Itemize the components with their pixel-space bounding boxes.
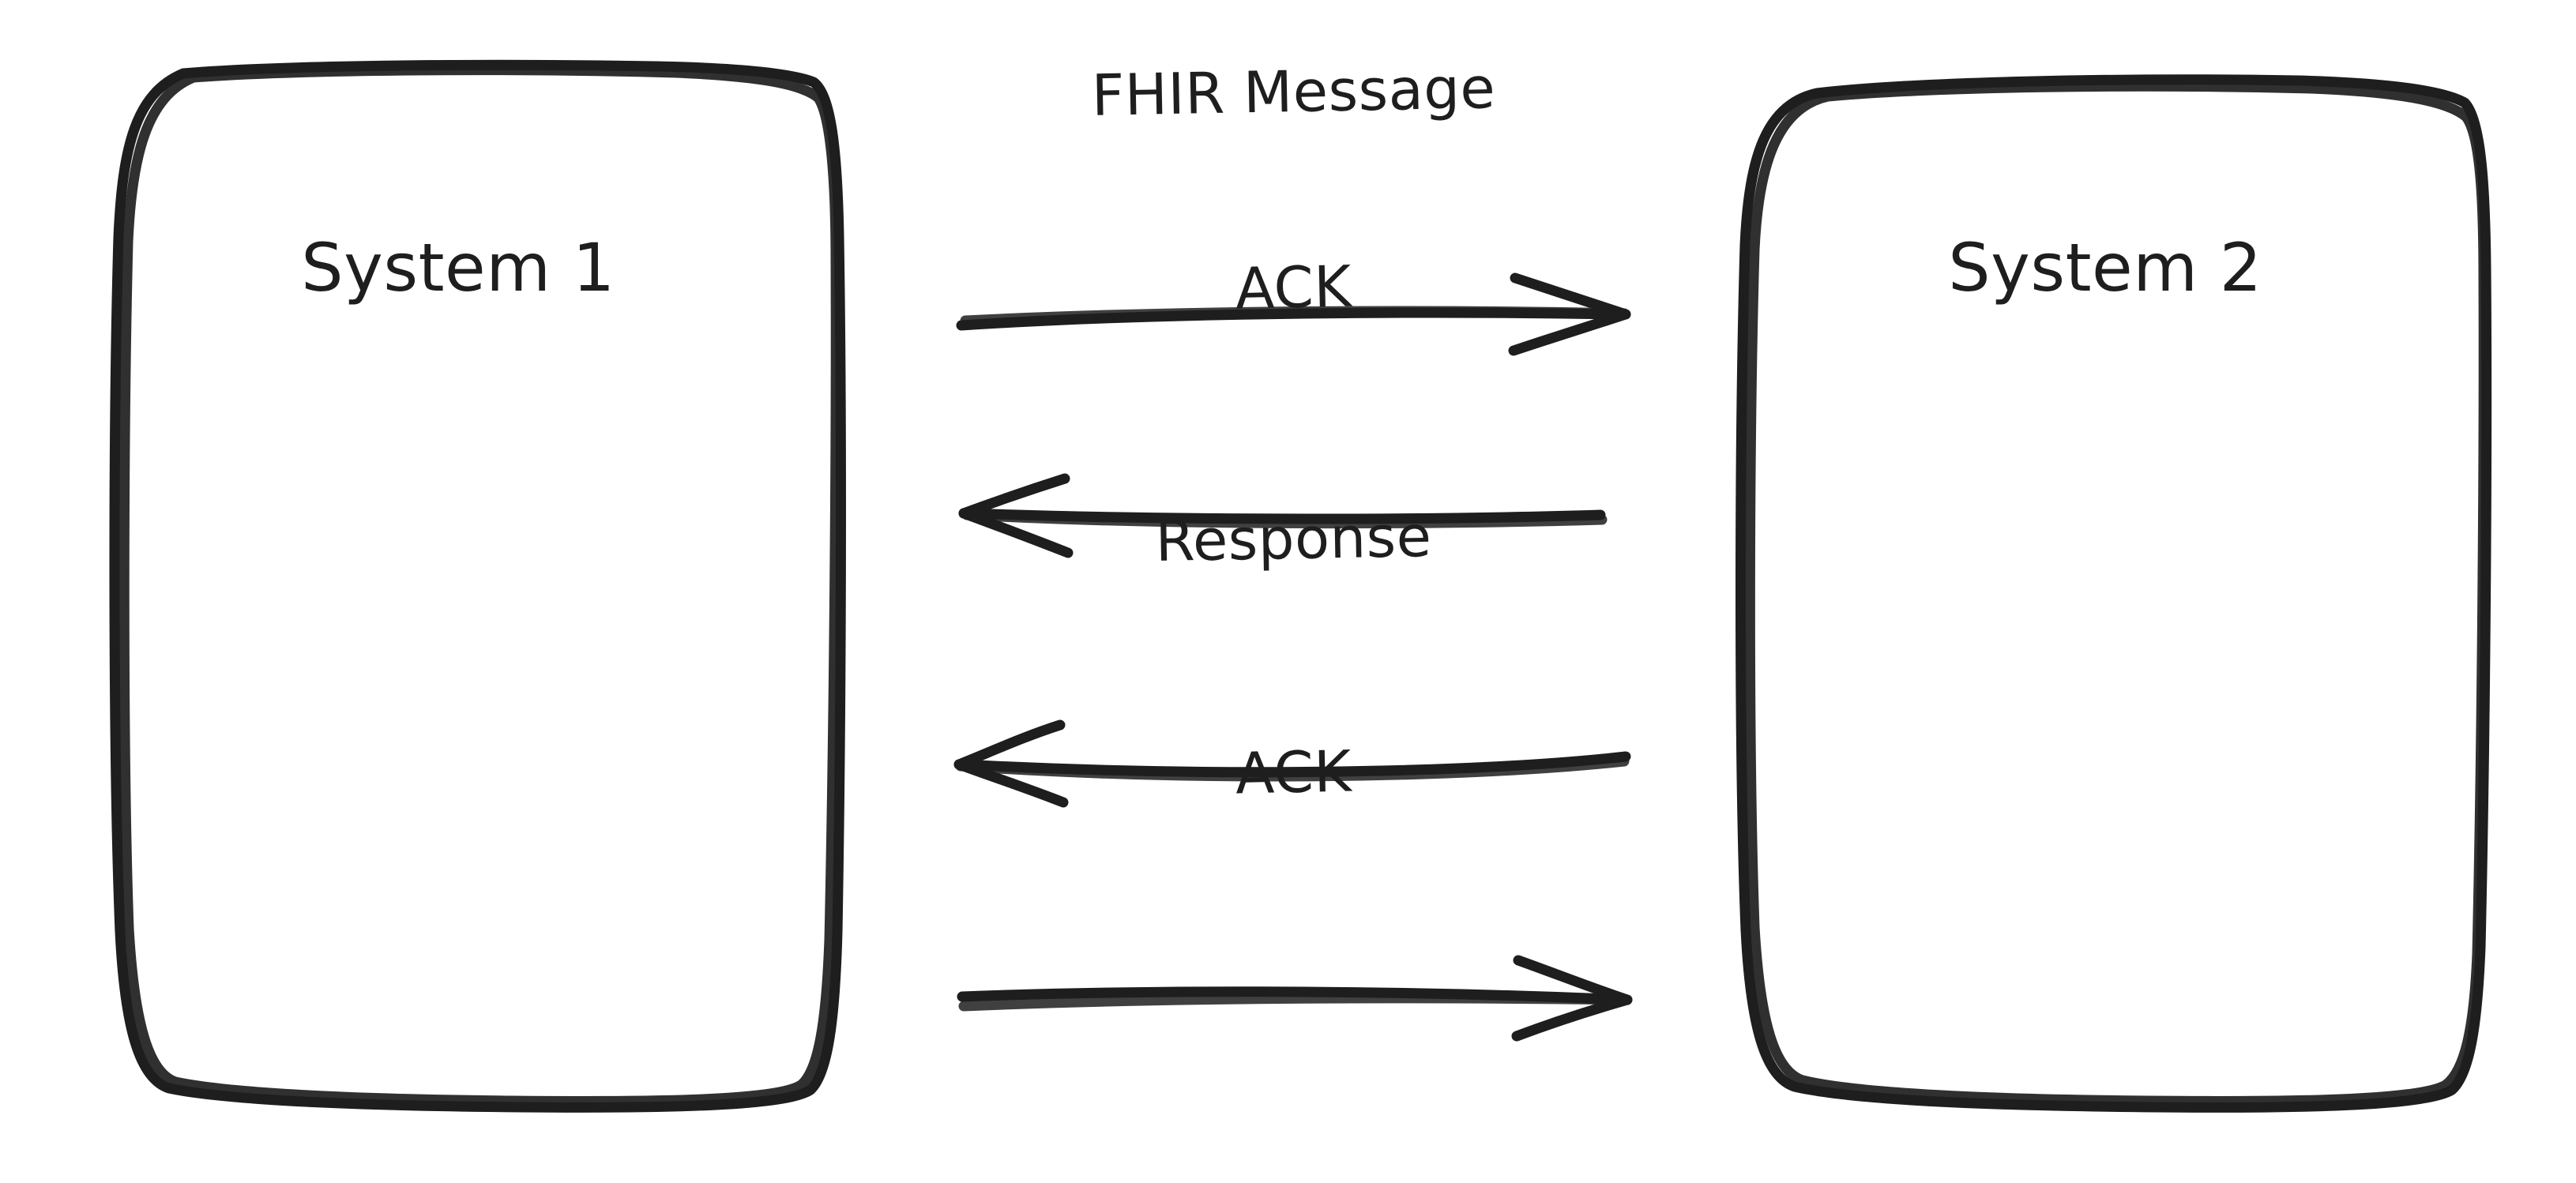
edge-label-fhir-message-text: FHIR Message xyxy=(1091,54,1496,129)
edge-label-ack-2: ACK xyxy=(959,732,1628,813)
node-label-system-1-text: System 1 xyxy=(301,229,615,306)
edge-label-fhir-message: FHIR Message xyxy=(959,52,1627,131)
node-label-system-2-text: System 2 xyxy=(1948,229,2262,306)
edge-label-ack-1: ACK xyxy=(959,247,1628,328)
node-label-system-2: System 2 xyxy=(1726,229,2484,306)
node-label-system-1: System 1 xyxy=(0,229,916,306)
edge-arrow-ack-1 xyxy=(958,473,1608,558)
edge-label-ack-2-text: ACK xyxy=(1235,738,1352,807)
edge-arrow-ack-2 xyxy=(957,955,1633,1042)
edge-arrow-fhir-message xyxy=(956,272,1631,356)
edge-label-response-text: Response xyxy=(1154,502,1433,575)
edge-label-response: Response xyxy=(959,500,1627,578)
edge-label-ack-1-text: ACK xyxy=(1235,253,1352,322)
node-box-system-1 xyxy=(109,59,846,1113)
node-box-system-2 xyxy=(1736,74,2492,1113)
edge-arrow-response xyxy=(953,719,1631,808)
